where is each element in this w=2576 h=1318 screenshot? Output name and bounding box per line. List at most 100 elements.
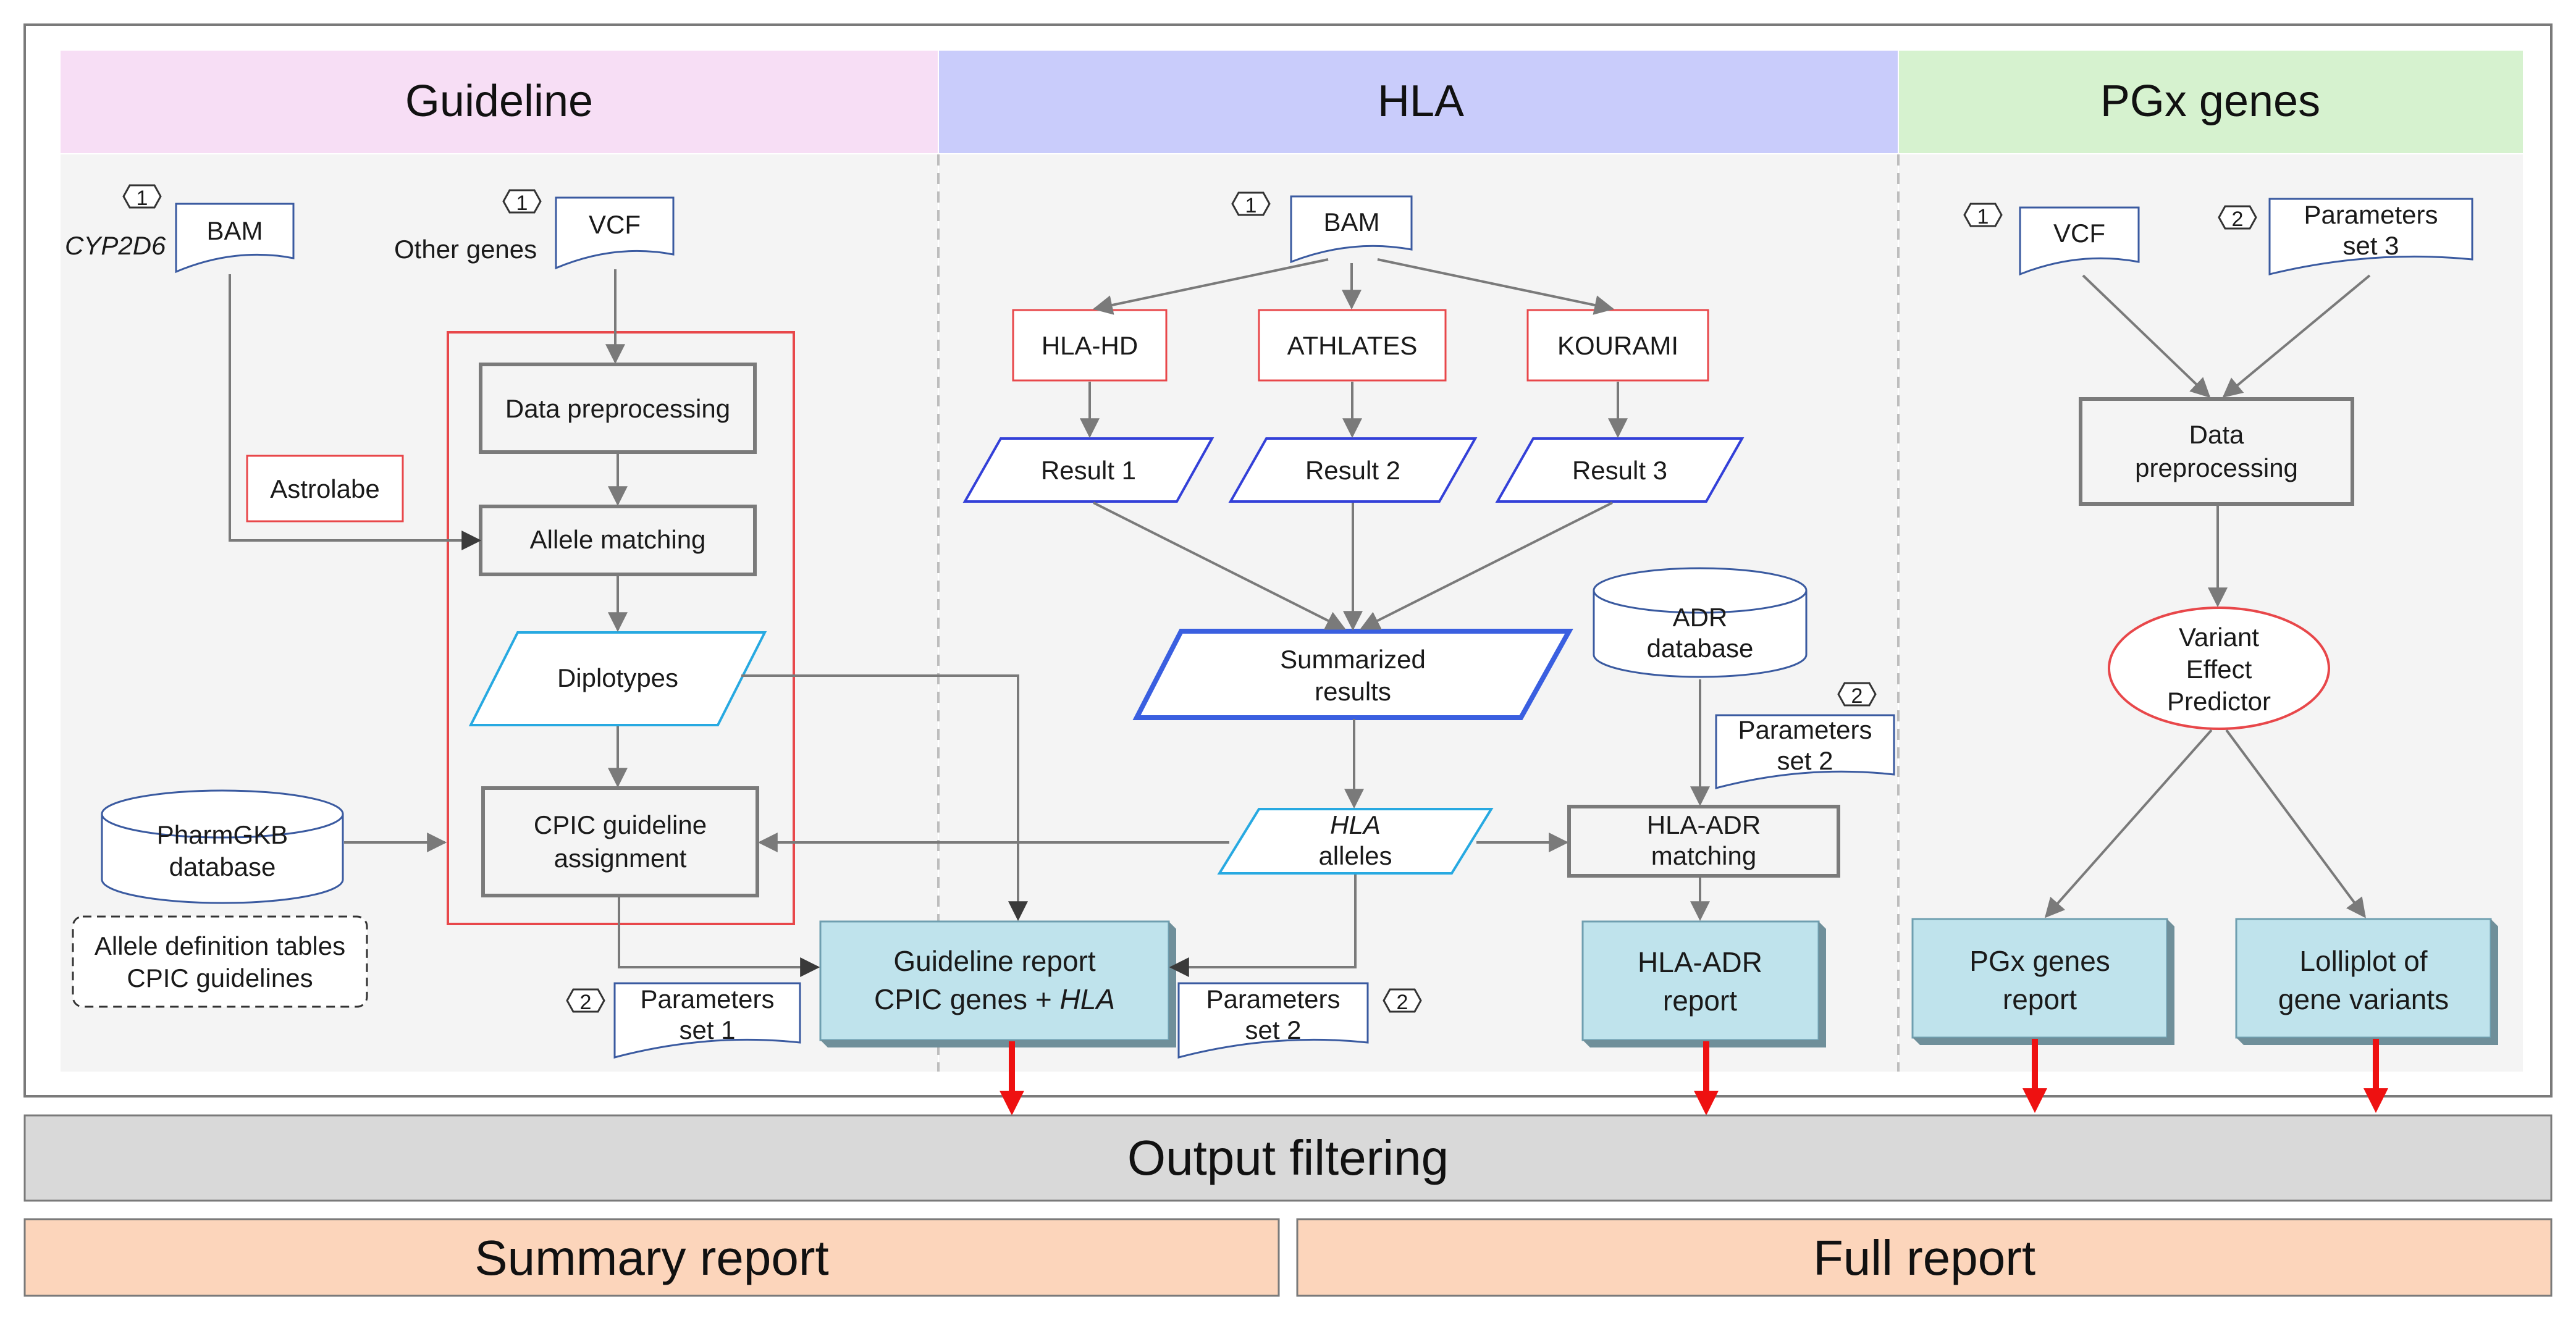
- adr-database-label-2: database: [1647, 634, 1754, 663]
- output-filtering-label: Output filtering: [1127, 1130, 1449, 1185]
- parameters-set-1: [613, 982, 801, 1059]
- connector-vep-to-pgx-report: [2044, 729, 2213, 918]
- hla-alleles-label-2: alleles: [1318, 841, 1392, 870]
- parameters-set-3-label-2: set 3: [2342, 231, 2399, 260]
- full-report-label: Full report: [1813, 1230, 2035, 1285]
- guideline-header-label: Guideline: [405, 77, 593, 126]
- other-genes-label: Other genes: [394, 235, 537, 264]
- step-marker-1: [1231, 191, 1271, 216]
- connector-bam-to-allele-matching: [229, 274, 482, 550]
- parameters-set-2-hla: [1715, 714, 1895, 789]
- connector-cpic-to-report: [618, 897, 820, 977]
- guideline-report-label-1: Guideline report: [893, 945, 1096, 977]
- cpic-assignment-label-1: CPIC guideline: [534, 810, 707, 839]
- athlates-tool: [1258, 309, 1447, 382]
- vcf-input-pgx-label: VCF: [2053, 219, 2105, 248]
- step-marker-2-label: 2: [1851, 684, 1863, 708]
- kourami-tool: [1526, 309, 1709, 382]
- step-marker-2: [566, 988, 605, 1013]
- guideline-header: [61, 51, 938, 153]
- pgx-genes-report-label-1: PGx genes: [1969, 945, 2110, 977]
- parameters-set-2-bottom-label-2: set 2: [1245, 1015, 1301, 1044]
- step-marker-2-label: 2: [1397, 991, 1408, 1014]
- adr-database: [1593, 590, 1808, 678]
- parameters-set-2-hla-label-1: Parameters: [1738, 715, 1872, 744]
- guideline-report: [819, 920, 1170, 1041]
- allele-matching-label: Allele matching: [530, 525, 706, 554]
- step-marker-2-label: 2: [2232, 208, 2244, 231]
- vcf-input-guideline-label: VCF: [589, 210, 641, 239]
- step-marker-1-label: 1: [1245, 194, 1257, 217]
- hla-hd-tool-label: HLA-HD: [1042, 331, 1138, 360]
- pgx-header: [1899, 51, 2523, 153]
- parameters-set-3-label-1: Parameters: [2304, 200, 2438, 229]
- result-3-output: [1495, 437, 1745, 503]
- summarized-results-output: [1132, 629, 1573, 720]
- pgx-genes-report: [1911, 918, 2168, 1039]
- guideline-report-label-2: CPIC genes + HLA: [874, 983, 1115, 1015]
- connector-vep-to-lolliplot: [2225, 729, 2366, 918]
- step-marker-1-label: 1: [137, 187, 148, 210]
- connector-params3-to-pgx-prep: [2222, 274, 2371, 398]
- pharmgkb-database-top: [101, 789, 344, 839]
- summary-report-bar: [23, 1218, 1280, 1297]
- parameters-set-2-hla-label-2: set 2: [1777, 746, 1833, 775]
- result-2-output: [1228, 437, 1478, 503]
- connector-bam-to-hlahd: [1092, 258, 1329, 315]
- lolliplot-report-label-2: gene variants: [2278, 983, 2449, 1015]
- connector-alleles-to-report: [1169, 875, 1357, 977]
- step-marker-2: [2218, 205, 2257, 230]
- hla-alleles-label-1: HLA: [1330, 810, 1381, 839]
- summarized-results-label-2: results: [1315, 677, 1391, 706]
- data-preprocessing-label: Data preprocessing: [505, 394, 730, 423]
- hla-adr-matching-label-2: matching: [1651, 841, 1756, 870]
- vep-label-1: Variant: [2179, 623, 2259, 652]
- allele-tables-label-1: Allele definition tables: [95, 931, 345, 960]
- hla-adr-matching-label-1: HLA-ADR: [1647, 810, 1761, 839]
- connector-bam-to-kourami: [1377, 258, 1615, 315]
- connector-diplotypes-to-report: [741, 674, 1028, 921]
- kourami-tool-label: KOURAMI: [1557, 331, 1678, 360]
- step-marker-1: [1963, 203, 2003, 227]
- step-marker-2: [1383, 988, 1422, 1013]
- cpic-assignment-step: [481, 786, 759, 897]
- vep-label-3: Predictor: [2167, 687, 2271, 716]
- pgx-data-preprocessing-label-2: preprocessing: [2135, 453, 2298, 482]
- astrolabe-tool: [246, 455, 404, 523]
- step-marker-2-label: 2: [580, 991, 592, 1014]
- vcf-input-guideline: [555, 196, 675, 270]
- step-marker-1: [502, 189, 542, 214]
- bam-input-guideline: [175, 203, 295, 274]
- vcf-input-pgx: [2019, 206, 2140, 276]
- bam-input-hla: [1290, 195, 1413, 264]
- connector-result3-to-summary: [1360, 502, 1613, 630]
- cpic-assignment-label-2: assignment: [554, 844, 687, 873]
- summarized-results-label-1: Summarized: [1280, 645, 1426, 674]
- step-marker-2: [1837, 682, 1877, 707]
- step-marker-1-label: 1: [1977, 205, 1989, 229]
- pgx-header-label: PGx genes: [2100, 77, 2320, 126]
- lolliplot-report: [2235, 918, 2492, 1039]
- cyp2d6-label: CYP2D6: [65, 231, 166, 260]
- parameters-set-1-label-1: Parameters: [640, 984, 774, 1014]
- connector-result1-to-summary: [1093, 502, 1346, 630]
- guideline-pipeline-frame: [447, 331, 795, 925]
- athlates-tool-label: ATHLATES: [1287, 331, 1418, 360]
- hla-adr-report: [1581, 920, 1820, 1041]
- data-preprocessing-step: [479, 363, 757, 454]
- hla-adr-report-label-1: HLA-ADR: [1638, 946, 1762, 978]
- hla-hd-tool: [1012, 309, 1168, 382]
- adr-database-label-1: ADR: [1673, 603, 1728, 632]
- bam-input-guideline-label: BAM: [206, 216, 263, 245]
- pgx-genes-report-label-2: report: [2003, 983, 2077, 1015]
- result-2-label: Result 2: [1305, 456, 1400, 485]
- vep-label-2: Effect: [2186, 655, 2252, 684]
- step-marker-1: [122, 184, 162, 209]
- parameters-set-3: [2268, 198, 2473, 275]
- output-filtering-bar: [23, 1114, 2553, 1202]
- diplotypes-label: Diplotypes: [557, 663, 678, 692]
- parameters-set-2-bottom-label-1: Parameters: [1206, 984, 1340, 1014]
- full-report-bar: [1296, 1218, 2553, 1297]
- result-3-label: Result 3: [1572, 456, 1667, 485]
